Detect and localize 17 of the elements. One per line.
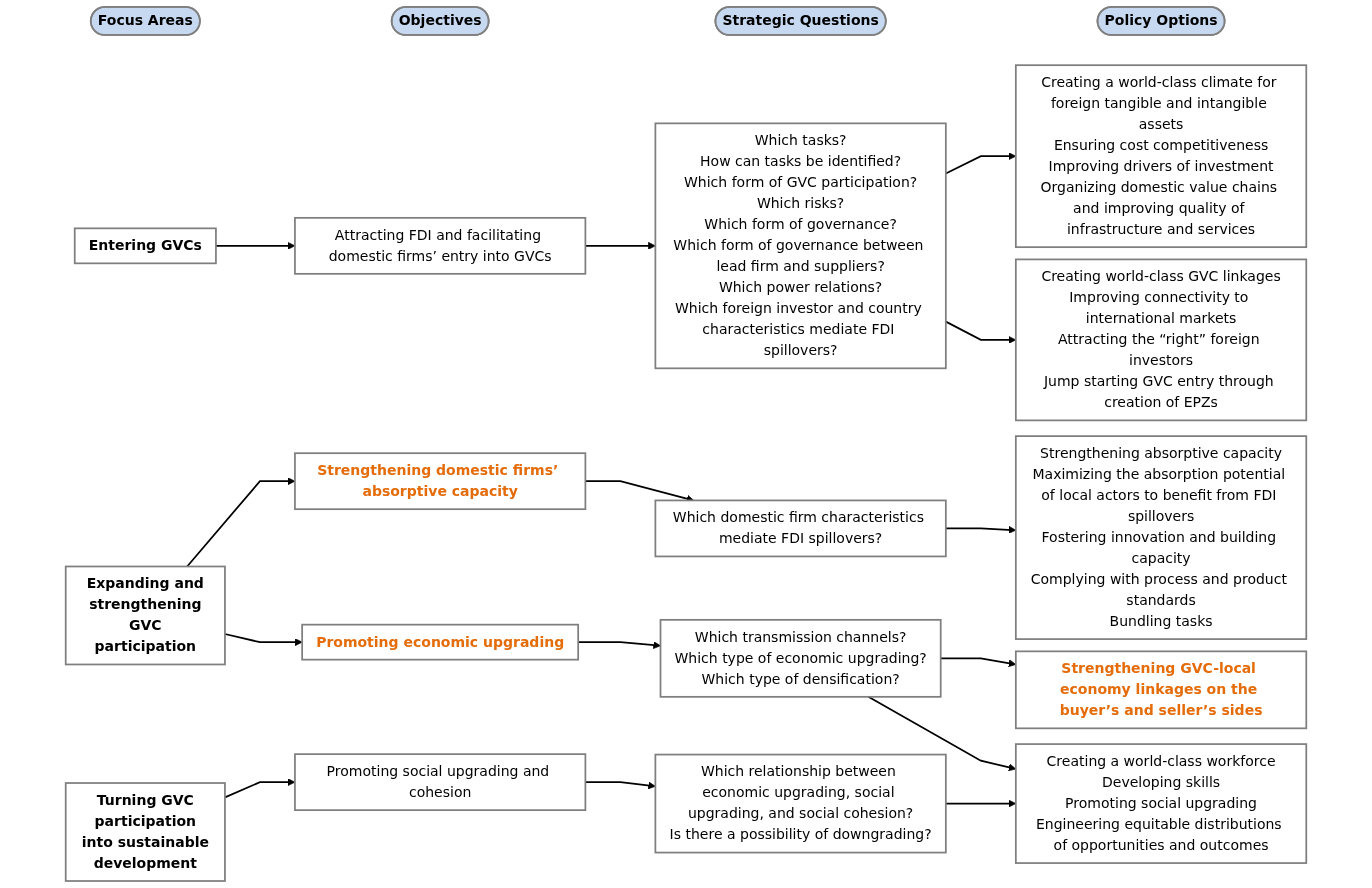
node-box: Attracting FDI and facilitating domestic firms’ entry into GVCs xyxy=(294,216,587,275)
arrow xyxy=(224,633,303,646)
node-box: Strengthening absorptive capacity Maximizing the absorption potential of local actors to benefit from FDI spillovers Fostering innovation and building capacity Complying with process and product standards Bundling tasks xyxy=(1014,435,1308,640)
node-box: Creating world-class GVC linkages Improving connectivity to international markets Attracting the “right” foreign investors Jump starting GVC entry through creation of EPZs xyxy=(1014,258,1308,422)
node-box: Strengthening domestic firms’ absorptive capacity xyxy=(294,452,587,511)
node-box: Expanding and strengthening GVC participation xyxy=(64,565,226,666)
node-box: Turning GVC participation into sustainable development xyxy=(64,782,226,882)
node-box: Which relationship between economic upgrading, social upgrading, and social cohesion? Is there a possibility of downgrading? xyxy=(654,753,947,854)
node-box: Strengthening GVC-local economy linkages on the buyer’s and seller’s sides xyxy=(1014,650,1308,730)
node-box: Entering GVCs xyxy=(73,227,217,265)
node-box: Which transmission channels? Which type of economic upgrading? Which type of densification? xyxy=(659,618,942,698)
node-box: Promoting social upgrading and cohesion xyxy=(294,753,587,811)
node-box: Promoting economic upgrading xyxy=(301,623,580,661)
node-box: Which domestic firm characteristics mediate FDI spillovers? xyxy=(654,499,947,558)
node-box: Creating a world-class climate for foreign tangible and intangible assets Ensuring cost competitiveness Improving drivers of investment Organizing domestic value chains and improving quality of infrastructure and services xyxy=(1014,64,1308,249)
node-box: Creating a world-class workforce Developing skills Promoting social upgrading Engineering equitable distributions of opportunities and outcomes xyxy=(1014,743,1308,864)
node-box: Which tasks? How can tasks be identified? Which form of GVC participation? Which risks? Which form of governance? Which form of governance between lead firm and suppliers? Which power relations? Which foreign investor and country characteristics mediate FDI spillovers? xyxy=(654,122,947,370)
